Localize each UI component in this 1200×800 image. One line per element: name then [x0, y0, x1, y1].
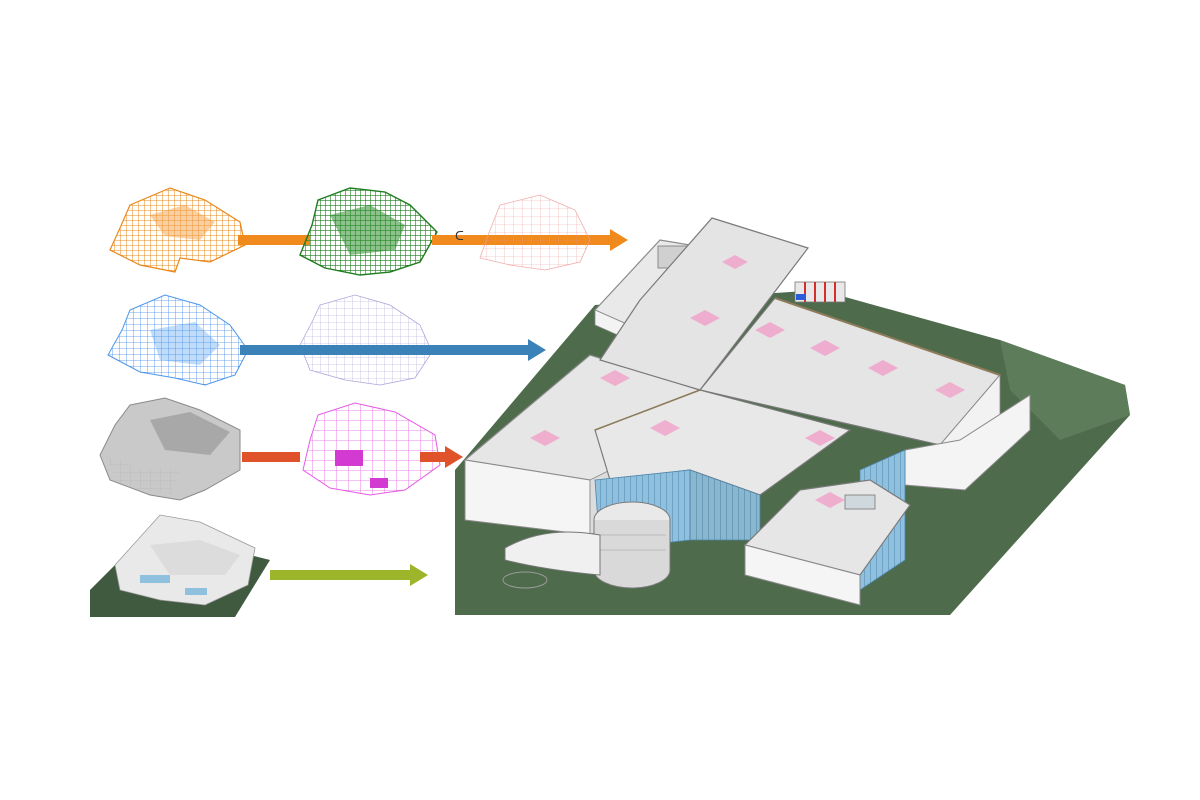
row-1: ᑕ — [109, 187, 628, 276]
architectural-site-model — [90, 514, 270, 617]
row-3 — [99, 397, 463, 501]
arrow-segment — [240, 339, 546, 361]
row-4 — [90, 514, 428, 617]
federated-building-model — [455, 217, 1130, 615]
red-wireframe-model — [479, 194, 591, 271]
gray-solid-model — [99, 397, 241, 501]
arrow-segment — [270, 564, 428, 586]
row-2 — [107, 294, 546, 386]
magenta-structure-model — [302, 402, 441, 496]
orange-wireframe-model — [109, 187, 246, 273]
arrow-segment — [420, 446, 463, 468]
blue-wireframe-model — [107, 294, 249, 386]
green-wireframe-model — [299, 187, 438, 276]
roof-accents — [530, 255, 965, 508]
arrow-marker: ᑕ — [455, 229, 464, 243]
purple-wireframe-model — [299, 294, 433, 386]
arrow-segment — [238, 235, 310, 245]
arrow-segment — [242, 452, 300, 462]
